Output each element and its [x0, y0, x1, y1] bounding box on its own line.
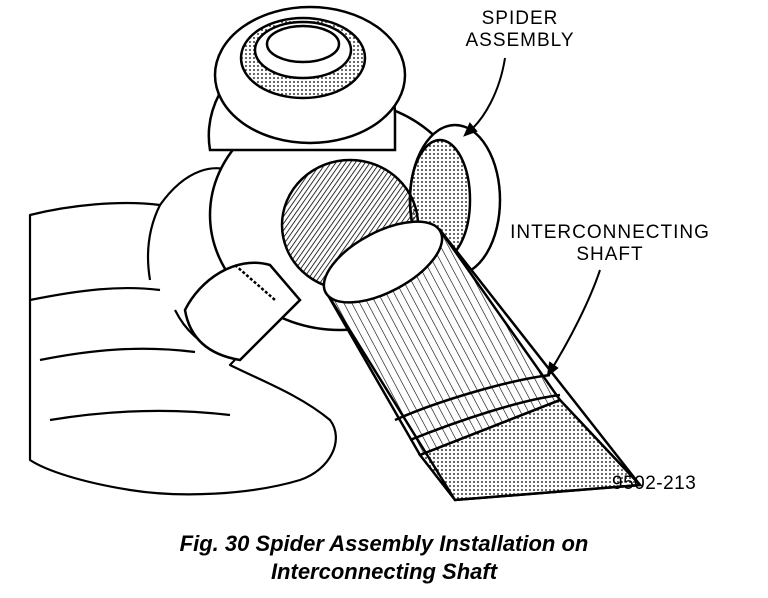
shaft-label-line2: SHAFT: [576, 244, 644, 265]
spider-assembly-label: SPIDER ASSEMBLY: [445, 8, 595, 52]
interconnecting-shaft: [322, 220, 643, 502]
caption-line2: Interconnecting Shaft: [270, 559, 498, 584]
leader-lines: [463, 57, 601, 378]
shaft-label-line1: INTERCONNECTING: [510, 222, 710, 243]
spider-label-line2: ASSEMBLY: [465, 30, 575, 51]
figure-id: 9502-213: [612, 473, 697, 494]
caption-line1: Fig. 30 Spider Assembly Installation on: [179, 531, 589, 556]
spider-label-line1: SPIDER: [481, 8, 559, 29]
interconnecting-shaft-label: INTERCONNECTING SHAFT: [490, 222, 730, 266]
figure-caption: Fig. 30 Spider Assembly Installation on …: [0, 530, 768, 586]
lower-trunnion: [183, 261, 302, 362]
top-trunnion: [213, 5, 407, 145]
